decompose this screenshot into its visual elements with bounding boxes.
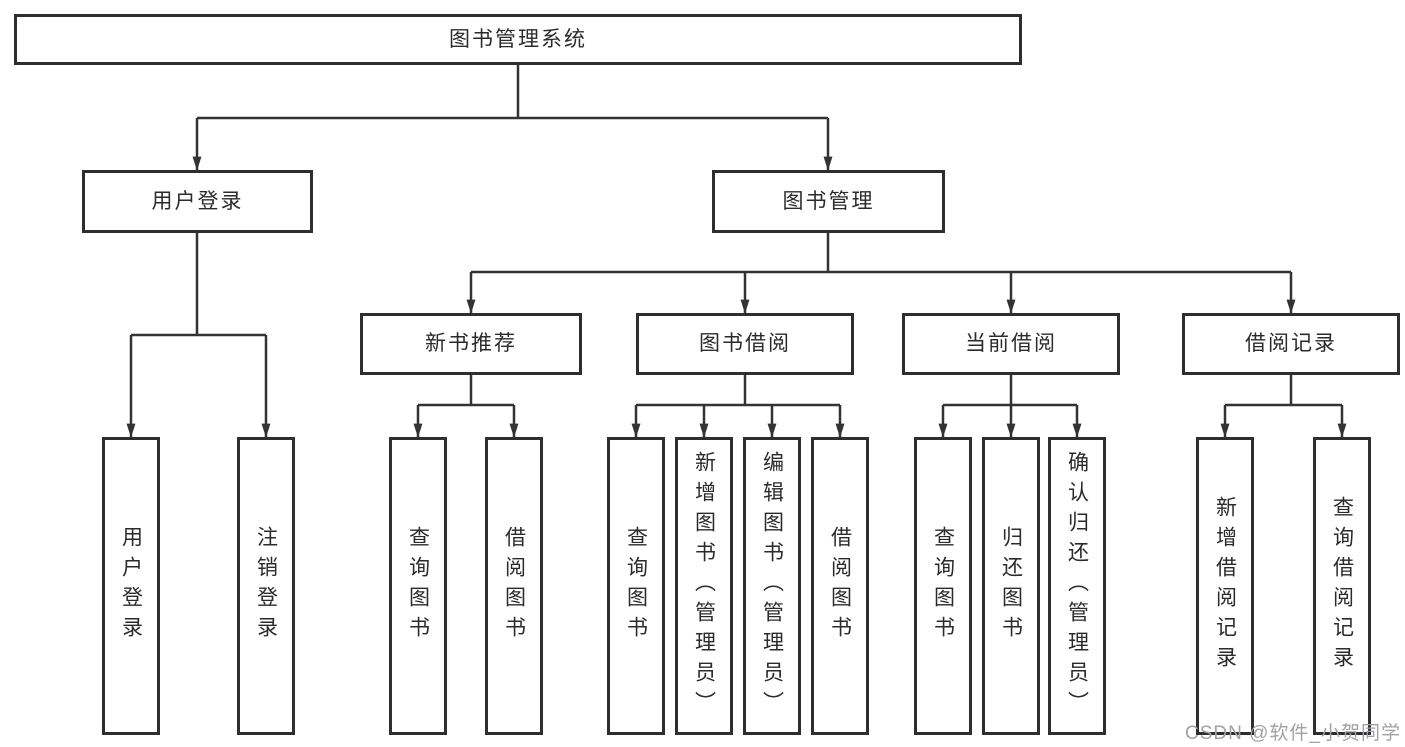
node-current: 当前借阅: [902, 313, 1120, 375]
node-login: 用户登录: [82, 170, 313, 233]
watermark: CSDN @软件_小贺同学: [1185, 723, 1401, 744]
node-label-login: 用户登录: [151, 189, 244, 213]
node-records: 借阅记录: [1182, 313, 1400, 375]
node-borrow-add: 新增图书（管理员）: [675, 437, 733, 735]
node-label-current: 当前借阅: [965, 332, 1057, 356]
node-current-confirm: 确认归还（管理员）: [1048, 437, 1106, 735]
node-newbook-borrow: 借阅图书: [485, 437, 543, 735]
node-label-records-add: 新增借阅记录: [1213, 496, 1237, 676]
node-label-records: 借阅记录: [1245, 332, 1337, 356]
node-current-query: 查询图书: [914, 437, 972, 735]
node-borrow: 图书借阅: [636, 313, 854, 375]
node-label-newbook: 新书推荐: [425, 332, 517, 356]
node-label-current-query: 查询图书: [931, 526, 955, 646]
node-borrow-borrow: 借阅图书: [811, 437, 869, 735]
node-label-borrow-query: 查询图书: [624, 526, 648, 646]
node-label-records-query: 查询借阅记录: [1330, 496, 1354, 676]
node-label-current-return: 归还图书: [999, 526, 1023, 646]
node-label-newbook-query: 查询图书: [406, 526, 430, 646]
node-records-query: 查询借阅记录: [1313, 437, 1371, 735]
node-label-borrow-borrow: 借阅图书: [828, 526, 852, 646]
node-current-return: 归还图书: [982, 437, 1040, 735]
node-label-login-logout: 注销登录: [254, 526, 278, 646]
node-login-logout: 注销登录: [237, 437, 295, 735]
node-label-borrow-edit: 编辑图书（管理员）: [760, 451, 784, 721]
node-login-user: 用户登录: [102, 437, 160, 735]
node-newbook: 新书推荐: [360, 313, 582, 375]
node-label-borrow: 图书借阅: [699, 332, 791, 356]
node-label-mgmt: 图书管理: [782, 189, 875, 213]
node-newbook-query: 查询图书: [389, 437, 447, 735]
node-label-current-confirm: 确认归还（管理员）: [1065, 451, 1089, 721]
node-records-add: 新增借阅记录: [1196, 437, 1254, 735]
node-label-login-user: 用户登录: [119, 526, 143, 646]
node-borrow-edit: 编辑图书（管理员）: [743, 437, 801, 735]
node-mgmt: 图书管理: [712, 170, 945, 233]
node-label-borrow-add: 新增图书（管理员）: [692, 451, 716, 721]
node-label-newbook-borrow: 借阅图书: [502, 526, 526, 646]
node-label-root: 图书管理系统: [449, 27, 587, 51]
node-root: 图书管理系统: [14, 14, 1022, 65]
node-borrow-query: 查询图书: [607, 437, 665, 735]
